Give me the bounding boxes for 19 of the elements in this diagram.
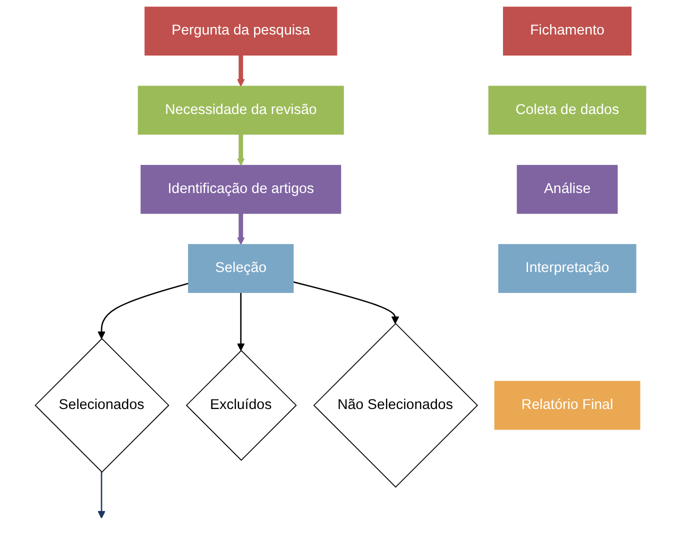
arrow: [236, 213, 245, 245]
node-box: Coleta de dados: [488, 86, 646, 135]
node-diamond: Excluídos: [186, 350, 297, 461]
arrow: [98, 472, 106, 519]
arrow: [98, 282, 189, 339]
node-box: Identificação de artigos: [140, 164, 342, 214]
arrow: [293, 281, 400, 324]
node-diamond: Não Selecionados: [313, 323, 478, 488]
arrow: [236, 292, 245, 351]
node-box: Relatório Final: [494, 380, 640, 430]
node-diamond: Selecionados: [34, 338, 170, 473]
node-box: Pergunta da pesquisa: [144, 6, 338, 56]
node-box: Interpretação: [498, 244, 636, 293]
arrow: [236, 134, 245, 166]
node-box: Necessidade da revisão: [138, 86, 344, 135]
node-box: Fichamento: [503, 6, 632, 56]
node-box: Seleção: [188, 244, 294, 293]
arrow: [236, 55, 245, 87]
node-box: Análise: [516, 164, 618, 214]
